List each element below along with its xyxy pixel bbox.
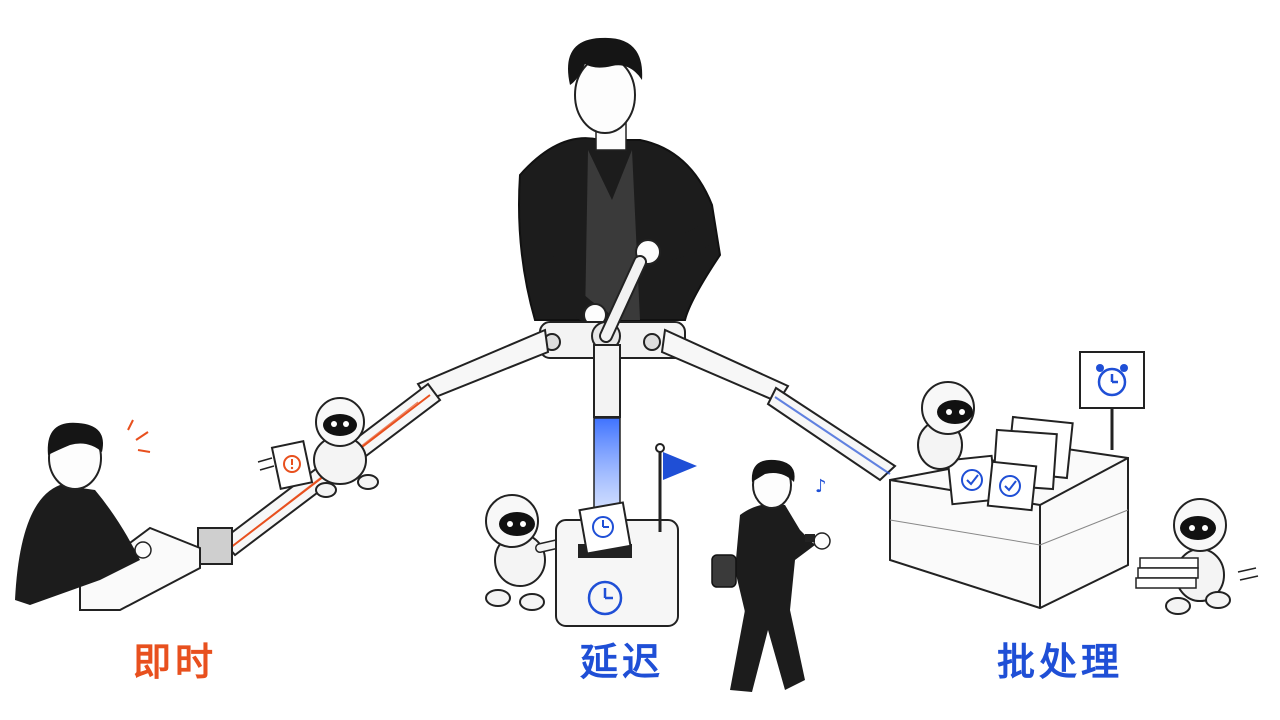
check-icon [961,469,1021,497]
batch-sign [1079,351,1145,450]
batch-robot-loader [917,381,975,470]
walking-person: ♪ [711,459,831,692]
waiting-person [15,419,201,611]
label-batch: 批处理 [996,640,1123,684]
batch-crate [889,415,1129,610]
alarm-clock-icon [1096,364,1128,397]
clock-icon [587,580,623,616]
batch-robot-carrier [1135,498,1259,615]
operator-person [518,37,722,331]
batch-chute [660,328,897,482]
doc-clock-icon [592,516,614,538]
delay-machine [555,443,697,627]
instant-robot [313,397,379,498]
delay-chute [593,344,621,519]
music-note-icon: ♪ [815,476,827,497]
alert-document [257,439,314,491]
alert-icon [283,455,301,473]
flag-icon [663,452,697,480]
label-delay: 延迟 [579,640,664,684]
label-instant: 即时 [132,640,217,684]
